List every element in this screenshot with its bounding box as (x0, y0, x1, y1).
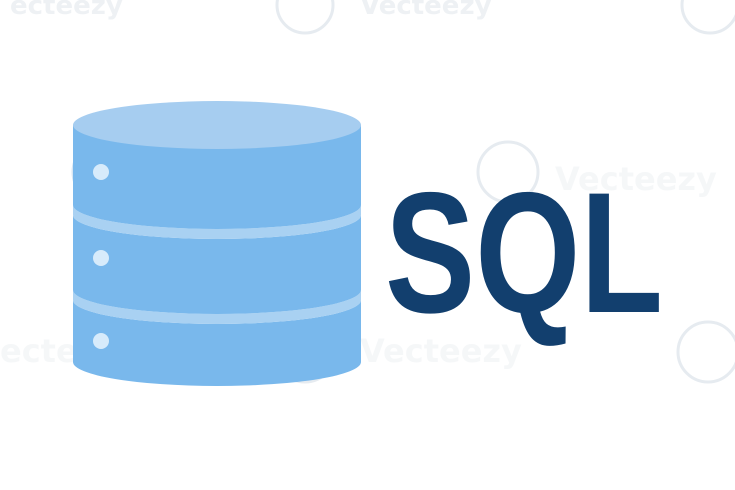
database-dot-top (93, 164, 109, 180)
sql-logo-text: SQL (385, 157, 663, 349)
watermark-text-top-left: ecteezy (10, 0, 123, 21)
watermark-text-top-center: Vecteezy (360, 0, 492, 21)
database-layer-bottom (73, 300, 361, 386)
watermark-logo-icon (676, 320, 735, 384)
watermark-logo-icon (476, 140, 540, 204)
watermark-text-low-center: Vecteezy (360, 332, 522, 370)
database-layer-middle (73, 215, 361, 314)
database-separator-middle (73, 205, 361, 239)
watermark-logo-icon (275, 0, 335, 35)
database-icon (73, 101, 361, 386)
database-top-cap (73, 101, 361, 149)
database-dot-bottom (93, 333, 109, 349)
database-separator-bottom (73, 290, 361, 324)
database-dot-middle (93, 250, 109, 266)
database-layer-top (73, 125, 361, 229)
watermark-logo-icon (680, 0, 735, 35)
watermark-text-mid-right: Vecteezy (555, 160, 717, 198)
